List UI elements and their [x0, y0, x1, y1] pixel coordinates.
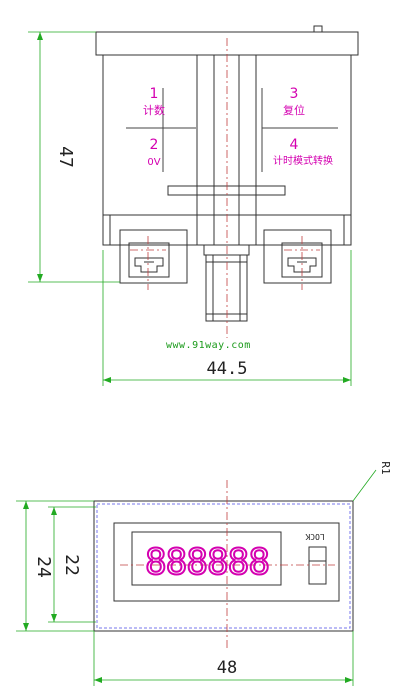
digit-display: [131, 531, 282, 586]
top-nub: [313, 25, 323, 33]
terminal-4-number: 4: [290, 137, 299, 153]
lock-switch[interactable]: [308, 546, 327, 585]
window-recess: [113, 522, 340, 602]
terminal-3-number: 3: [290, 86, 299, 102]
outer-frame: [93, 500, 354, 632]
height-22-label: 22: [61, 554, 82, 576]
height-24-label: 24: [33, 556, 54, 578]
terminal-4-label: 计时模式转换: [273, 154, 333, 167]
lock-label: LOCK: [305, 532, 324, 541]
width-48-label: 48: [217, 658, 237, 678]
counter-digits: 888888: [145, 542, 269, 583]
terminal-3-label: 复位: [283, 103, 305, 117]
left-terminal-window: [128, 242, 170, 278]
terminal-1-label: 计数: [143, 104, 165, 117]
left-terminal: [119, 229, 188, 284]
hidden-outline: [96, 503, 351, 629]
terminal-2-number: 2: [150, 137, 159, 153]
front-dimensions: [28, 31, 352, 386]
radius-r1-label: R1: [379, 461, 392, 474]
front-view: [95, 25, 359, 322]
terminal-1-number: 1: [150, 86, 159, 102]
terminal-labels: 1 计数 2 0V 3 复位 4 计时模式转换: [143, 86, 333, 168]
width-44-5-label: 44.5: [207, 359, 248, 379]
watermark-url: www.91way.com: [166, 340, 251, 351]
knob-collar: [203, 244, 250, 256]
height-47-label: 47: [55, 146, 76, 168]
radius-leader: [352, 469, 377, 502]
bottom-centerlines: [120, 480, 335, 648]
right-terminal: [263, 229, 332, 284]
front-centerlines: [130, 38, 320, 338]
central-shaft: [196, 54, 257, 246]
shaft-crossbar: [167, 185, 286, 196]
bottom-view: [93, 500, 354, 632]
terminal-2-label: 0V: [147, 157, 160, 168]
bottom-dimensions: [16, 500, 354, 686]
adjust-knob: [205, 254, 248, 322]
